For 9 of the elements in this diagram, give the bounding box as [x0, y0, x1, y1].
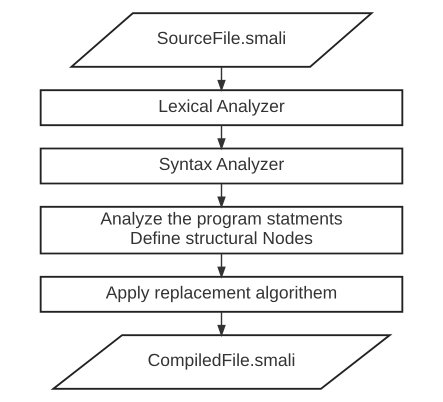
arrow: [217, 312, 226, 338]
node-box: Syntax Analyzer: [40, 148, 404, 184]
arrow: [217, 254, 226, 279]
node-box: Lexical Analyzer: [40, 89, 404, 126]
arrow: [217, 125, 226, 150]
arrow: [217, 66, 226, 92]
node-box: Apply replacement algorithem: [40, 276, 404, 313]
arrow: [217, 184, 226, 209]
node-box: Analyze the program statments Define structural Nodes: [40, 206, 404, 254]
